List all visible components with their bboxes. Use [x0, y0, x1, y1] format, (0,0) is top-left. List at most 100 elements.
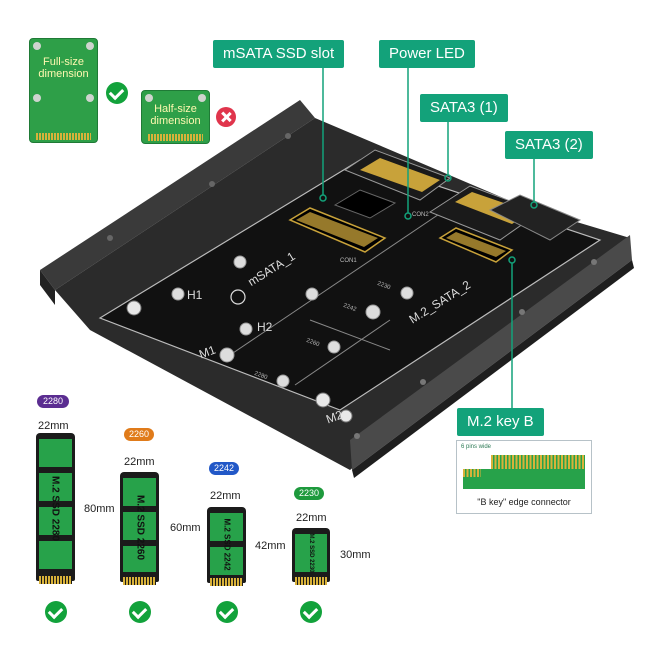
check-icon [106, 82, 128, 104]
board-label-conn: CON1 [340, 258, 357, 264]
standoff [171, 287, 185, 301]
callout-power-led: Power LED [379, 40, 475, 68]
mount-hole [285, 133, 291, 139]
screw-notch-icon [33, 94, 41, 102]
ssd-label-2280: M.2 SSD 2280 [49, 475, 61, 542]
m2-slot-pins [446, 232, 506, 257]
edge-connector-inset: 6 pins wide "B key" edge connector [456, 440, 592, 514]
power-connector [488, 194, 582, 241]
mount-hole [107, 235, 113, 241]
half-size-msata-card: Half-size dimension [141, 90, 210, 144]
screw-notch-icon [86, 42, 94, 50]
size-badge-2230: 2230 [294, 487, 324, 500]
edge-connector-pins-label: 6 pins wide [461, 444, 492, 450]
ssd-chip [210, 547, 243, 575]
screw [339, 409, 353, 423]
check-icon [45, 601, 67, 623]
standoff [239, 322, 253, 336]
check-icon [216, 601, 238, 623]
ssd-chip [39, 439, 72, 467]
bracket-back-wall [40, 100, 315, 290]
ssd-chip [123, 546, 156, 572]
board-label-h2: H2 [257, 320, 273, 334]
callout-msata-slot: mSATA SSD slot [213, 40, 345, 68]
check-icon [300, 601, 322, 623]
ssd-chip [39, 473, 72, 501]
ssd-label-2260: M.2 SSD 2260 [134, 494, 146, 561]
size-badge-2242: 2242 [209, 462, 239, 475]
ssd-chip [295, 534, 327, 572]
standoff [276, 374, 290, 388]
ssd-connector [123, 577, 156, 585]
standoff [305, 287, 319, 301]
width-label-2280: 22mm [38, 420, 69, 432]
mount-hole [420, 379, 426, 385]
m2-ssd-2242 [207, 507, 246, 586]
screw [126, 300, 142, 316]
standoff [400, 286, 414, 300]
ssd-label-2230: M.2 SSD 2230 [308, 533, 314, 573]
cross-icon [216, 107, 236, 127]
bracket-front-face [352, 260, 634, 478]
half-size-label: Half-size dimension [150, 103, 201, 127]
sata-connector-1-pins [360, 158, 440, 192]
standoff [233, 255, 247, 269]
standoff [327, 340, 341, 354]
full-size-msata-card: Full-size dimension [29, 38, 98, 143]
pcb-divider [229, 199, 461, 356]
screw-notch-icon [86, 94, 94, 102]
edge-connector-pins [463, 469, 481, 477]
oc-logo-icon [230, 289, 246, 305]
screw-notch-icon [198, 94, 206, 102]
m2-ssd-2260 [120, 472, 159, 585]
mount-hole [591, 259, 597, 265]
width-label-2260: 22mm [124, 456, 155, 468]
callout-sata3-2: SATA3 (2) [505, 131, 593, 159]
size-badge-2260: 2260 [124, 428, 154, 441]
ssd-chip [39, 507, 72, 535]
height-label-2260: 60mm [170, 522, 201, 534]
edge-connector-pins [491, 455, 585, 469]
edge-connector-caption: "B key" edge connector [477, 497, 571, 507]
callout-sata3-1: SATA3 (1) [420, 94, 508, 122]
mount-hole [209, 181, 215, 187]
board-label-con2: CON2 [412, 212, 429, 218]
screw [315, 392, 331, 408]
standoff [365, 304, 381, 320]
controller-chip [333, 189, 397, 219]
msata-slot-pins [296, 212, 378, 247]
check-icon [129, 601, 151, 623]
bracket-front-wall [350, 235, 632, 470]
bracket-back-wall-side [40, 270, 55, 305]
mount-hole [519, 309, 525, 315]
card-pin-strip [36, 133, 91, 140]
m2-ssd-2280 [36, 433, 75, 584]
standoff [219, 347, 235, 363]
height-label-2280: 80mm [84, 503, 115, 515]
ssd-label-2242: M.2 SSD 2242 [222, 518, 232, 571]
full-size-label: Full-size dimension [38, 56, 89, 80]
ssd-chip [123, 478, 156, 506]
width-label-2230: 22mm [296, 512, 327, 524]
pcb-divider [294, 319, 391, 386]
callout-m2-key-b: M.2 key B [457, 408, 544, 436]
height-label-2242: 42mm [255, 540, 286, 552]
mount-hole [354, 433, 360, 439]
size-badge-2280: 2280 [37, 395, 69, 408]
ssd-chip [210, 513, 243, 541]
ssd-connector [39, 576, 72, 584]
ssd-connector [210, 578, 243, 586]
ssd-chip [123, 512, 156, 540]
pcb-divider [309, 319, 391, 351]
height-label-2230: 30mm [340, 549, 371, 561]
edge-connector-key-notch [463, 455, 491, 469]
screw-notch-icon [145, 94, 153, 102]
width-label-2242: 22mm [210, 490, 241, 502]
ssd-connector [295, 577, 327, 585]
ssd-chip [39, 541, 72, 569]
screw-notch-icon [33, 42, 41, 50]
card-pin-strip [148, 134, 203, 141]
board-label-h1: H1 [187, 288, 203, 302]
m2-ssd-2230 [292, 528, 330, 585]
